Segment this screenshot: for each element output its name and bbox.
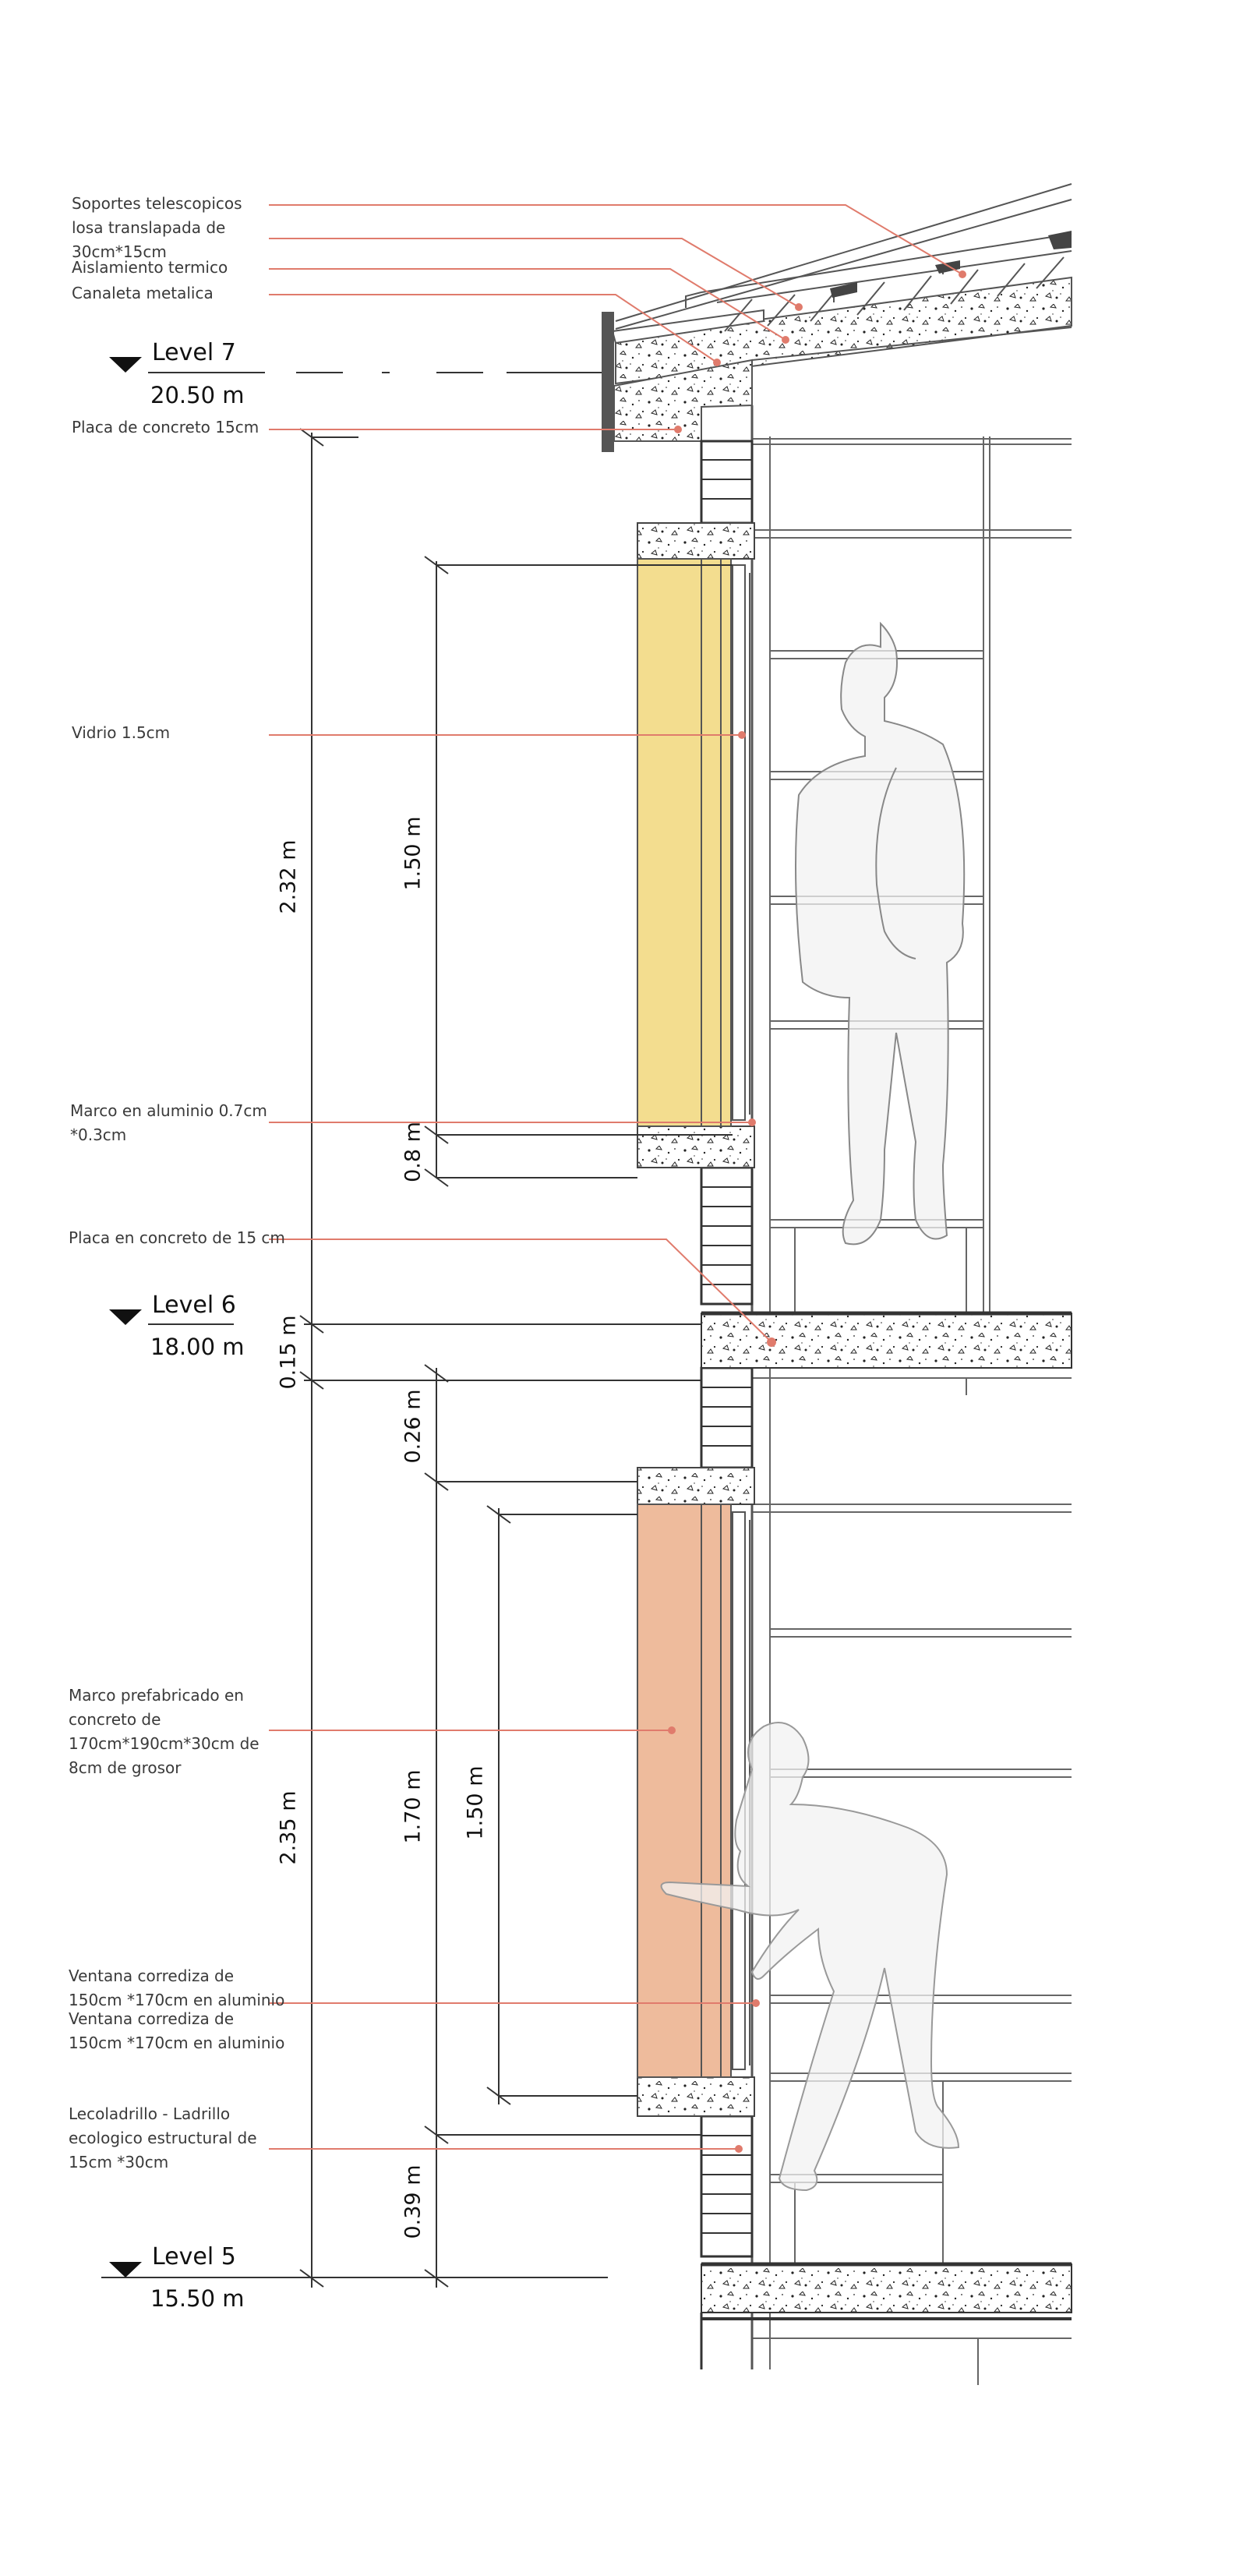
roof-slab <box>615 276 1072 385</box>
level-6-elevation: 18.00 m <box>150 1334 245 1360</box>
dimension-0-39: 0.39 m <box>401 2164 425 2239</box>
level-5-name: Level 5 <box>152 2243 236 2270</box>
dimension-2-32: 2.32 m <box>276 839 301 914</box>
level-6-marker <box>109 1309 142 1325</box>
label-lecoladrillo: Lecoladrillo - Ladrillo ecologico estruc… <box>69 2104 257 2171</box>
label-aislamiento-termico: Aislamiento termico <box>72 258 228 277</box>
person-standing-figure <box>795 621 966 1246</box>
roof-support <box>830 282 857 298</box>
roof-support <box>935 260 960 274</box>
label-soportes-telescopicos: Soportes telescopicos losa translapada d… <box>72 194 242 261</box>
dimension-1-50-upper: 1.50 m <box>401 816 425 891</box>
level-7-elevation: 20.50 m <box>150 382 245 408</box>
label-canaleta-metalica: Canaleta metalica <box>72 284 214 302</box>
level-7-name: Level 7 <box>152 339 236 366</box>
dimension-2-35: 2.35 m <box>276 1790 301 1865</box>
roof-support <box>1048 231 1072 249</box>
label-vidrio: Vidrio 1.5cm <box>72 723 171 742</box>
label-placa-de-concreto: Placa de concreto 15cm <box>72 418 260 436</box>
floor-slab-level-5 <box>701 2263 1072 2313</box>
label-marco-aluminio: Marco en aluminio 0.7cm *0.3cm <box>70 1101 267 1144</box>
roof-tiles <box>615 183 1072 332</box>
leader-dots <box>668 270 966 2153</box>
level-5-elevation: 15.50 m <box>150 2285 245 2312</box>
label-ventana-corrediza-2: Ventana corrediza de 150cm *170cm en alu… <box>69 2009 285 2052</box>
label-placa-en-concreto: Placa en concreto de 15 cm <box>69 1228 285 1247</box>
roof-fascia <box>602 312 614 452</box>
leader-lines <box>269 204 963 2150</box>
label-marco-prefabricado: Marco prefabricado en concreto de 170cm*… <box>69 1686 260 1777</box>
dimension-0-8: 0.8 m <box>401 1122 425 1182</box>
precast-concrete-panel <box>637 1504 732 2078</box>
level-lines <box>148 372 602 2278</box>
level-7-marker <box>109 357 142 373</box>
dimension-0-15: 0.15 m <box>276 1315 301 1390</box>
dimension-0-26: 0.26 m <box>401 1389 425 1464</box>
level-5-marker <box>109 2262 142 2277</box>
floor-slab-level-6 <box>701 1313 1072 1369</box>
roof-gutter <box>611 309 764 345</box>
dimension-1-50-lower: 1.50 m <box>463 1765 488 1840</box>
person-bending-figure <box>660 1722 960 2192</box>
dimension-1-70: 1.70 m <box>401 1769 425 1844</box>
glass-panel <box>637 558 732 1127</box>
label-ventana-corrediza-1: Ventana corrediza de 150cm *170cm en alu… <box>69 1966 285 2009</box>
level-6-name: Level 6 <box>152 1292 236 1319</box>
